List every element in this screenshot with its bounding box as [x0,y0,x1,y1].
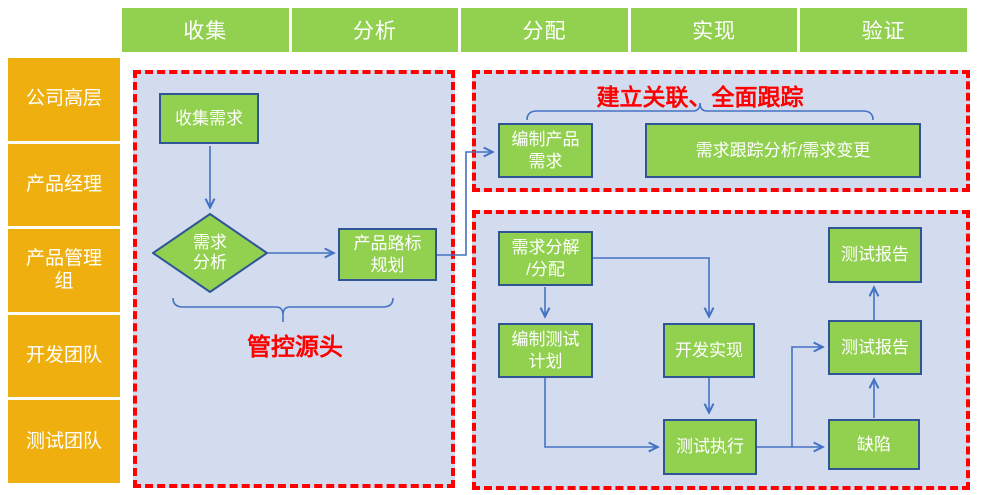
node-test-execution: 测试执行 [663,419,757,475]
node-compile-test-plan: 编制测试 计划 [498,323,593,378]
annotation-source-control: 管控源头 [247,334,343,361]
role-lane-column: 公司高层 产品经理 产品管理组 开发团队 测试团队 [8,58,120,483]
role-cell-executives: 公司高层 [8,58,120,141]
node-requirement-analysis: 需求 分析 [152,213,268,293]
node-product-roadmap: 产品路标 规划 [338,228,437,281]
phase-header-row: 收集 分析 分配 实现 验证 [122,8,967,52]
phase-cell-collect: 收集 [122,8,289,52]
phase-cell-implement: 实现 [630,8,798,52]
role-cell-product-mgmt-group: 产品管理组 [8,229,120,312]
phase-cell-analyze: 分析 [291,8,459,52]
phase-cell-verify: 验证 [800,8,967,52]
role-cell-dev-team: 开发团队 [8,314,120,398]
node-test-report-lower: 测试报告 [828,320,922,375]
node-collect-requirements: 收集需求 [159,93,259,144]
node-test-report-upper: 测试报告 [828,227,922,283]
diamond-shape [152,213,268,293]
role-cell-product-manager: 产品经理 [8,143,120,227]
node-compile-product-requirements: 编制产品 需求 [498,123,593,178]
annotation-link-tracking: 建立关联、全面跟踪 [596,84,804,110]
node-requirement-decompose: 需求分解 /分配 [498,231,593,286]
node-dev-implementation: 开发实现 [663,323,755,378]
node-requirement-tracking: 需求跟踪分析/需求变更 [645,123,921,178]
diamond-label: 需求 分析 [193,232,227,272]
phase-cell-assign: 分配 [461,8,628,52]
role-cell-test-team: 测试团队 [8,400,120,483]
node-defect: 缺陷 [828,419,920,470]
